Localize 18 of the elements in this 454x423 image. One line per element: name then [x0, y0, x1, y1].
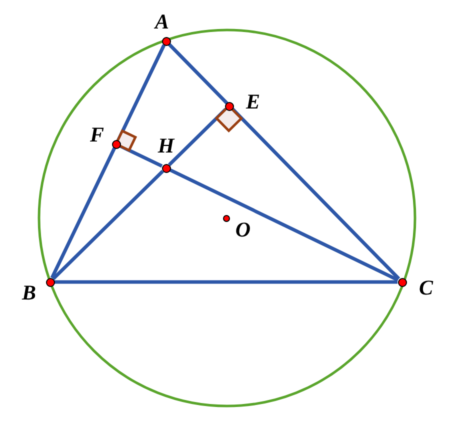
point-label: E	[246, 92, 260, 112]
line-segment	[54, 280, 398, 284]
point-dot	[162, 36, 170, 46]
point-dot	[162, 164, 170, 172]
point-dot	[112, 140, 120, 148]
line-segment	[50, 44, 166, 279]
point-label: B	[22, 282, 36, 304]
point-label: O	[235, 220, 251, 240]
point-label: H	[158, 136, 174, 156]
point-label: C	[419, 278, 433, 298]
line-segment	[168, 108, 228, 166]
point-dot	[222, 214, 230, 222]
point-label: F	[90, 124, 104, 146]
line-segment	[169, 168, 399, 282]
point-dot	[46, 278, 54, 286]
line-segment	[52, 170, 164, 280]
point-label: A	[155, 12, 169, 32]
line-segment	[168, 43, 400, 280]
